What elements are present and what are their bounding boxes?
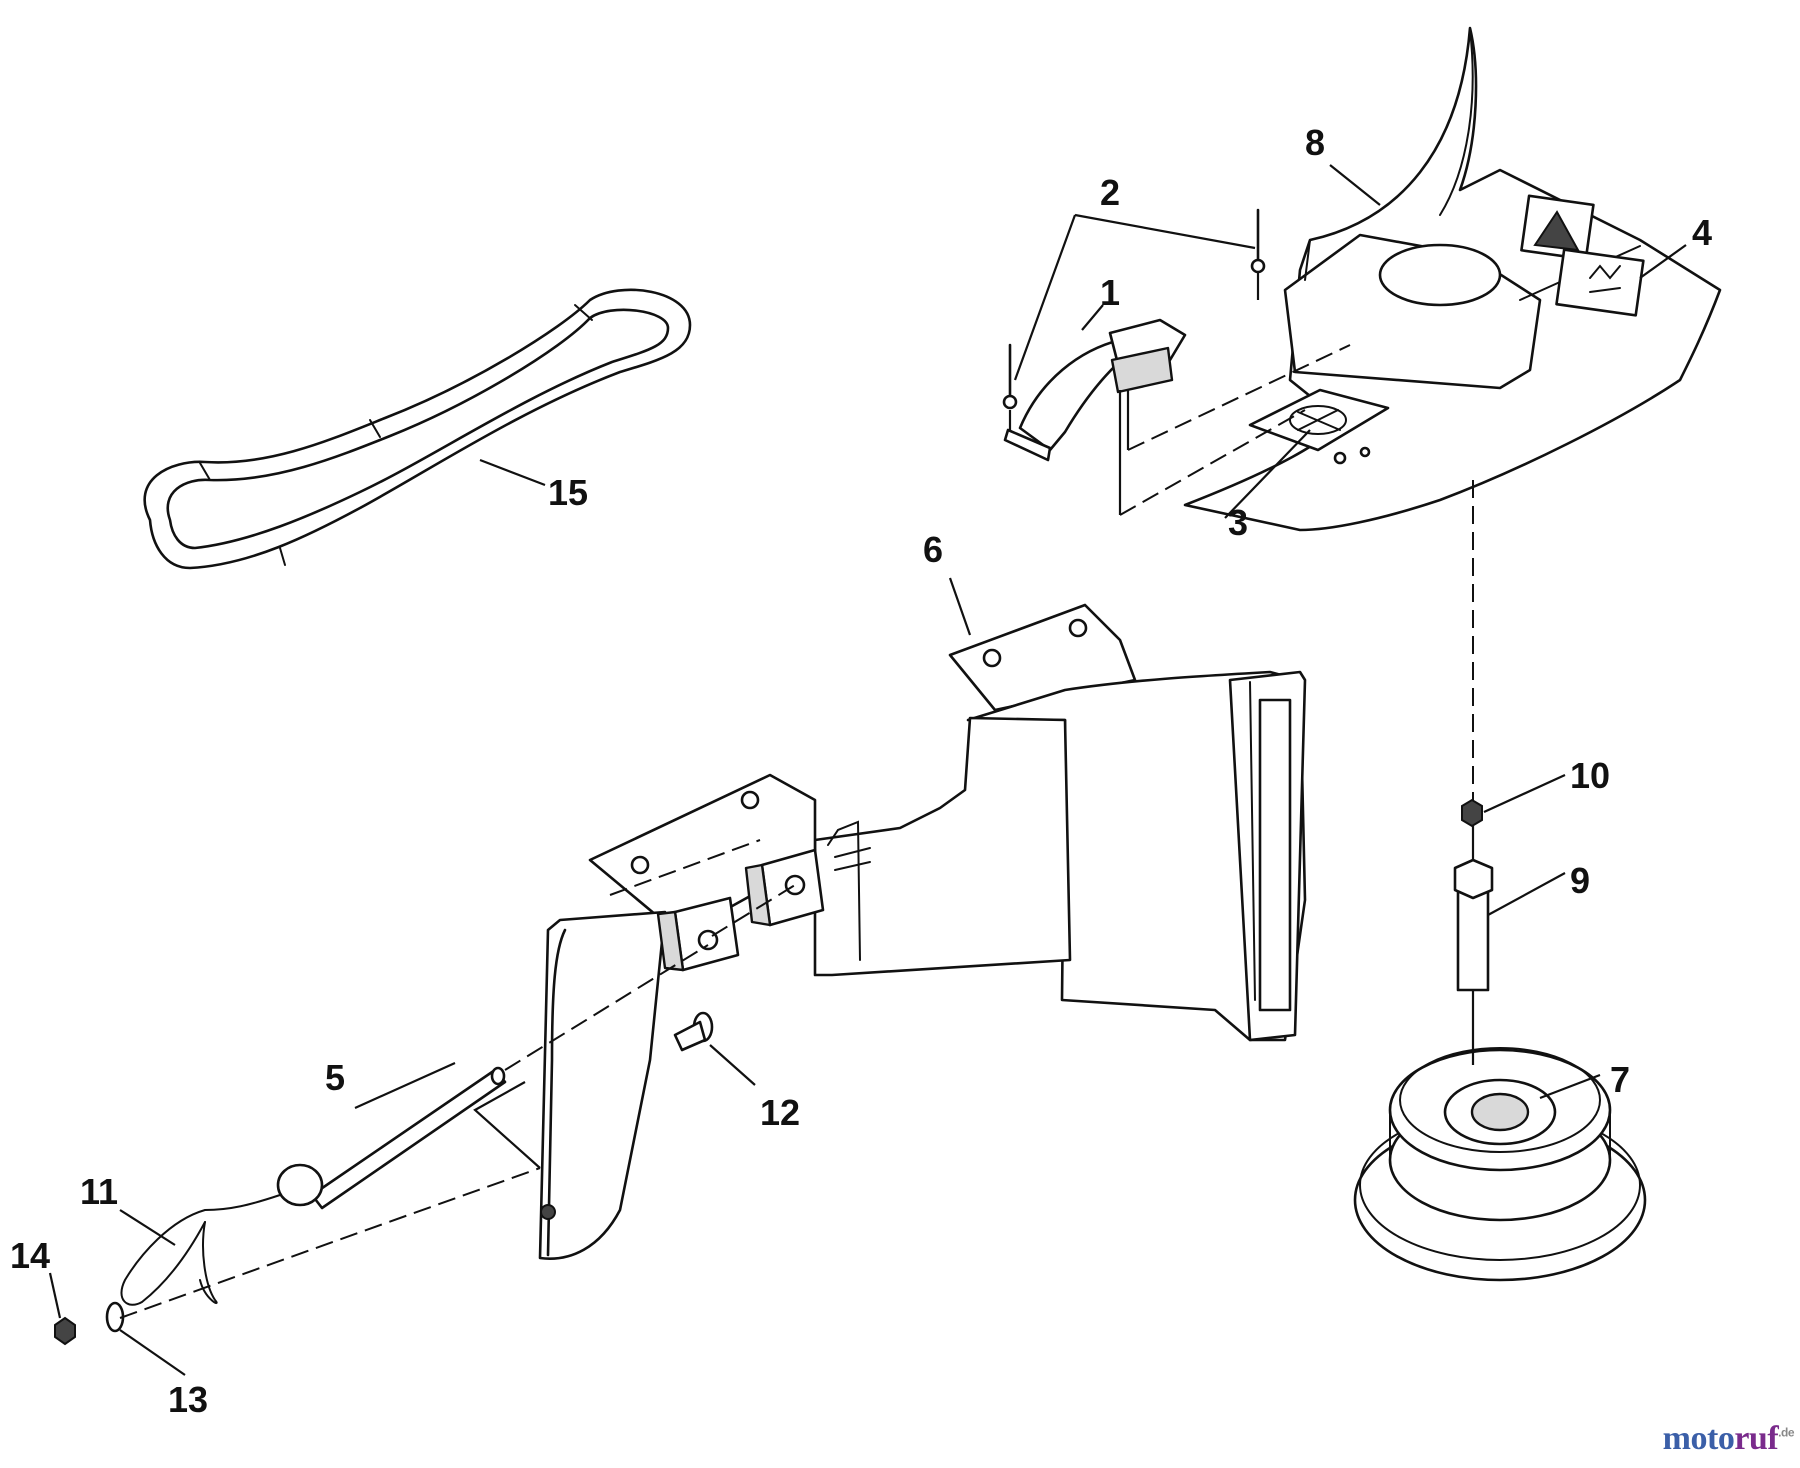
part-5-pin [276,1066,507,1210]
callout-3: 3 [1228,502,1248,543]
part-14-nut [54,1316,76,1346]
part-12-pin [673,1011,714,1052]
part-10-nut [1461,798,1483,828]
part-7-pulley [1353,1047,1647,1282]
callout-2: 2 [1100,172,1120,213]
part-bracket [538,773,825,1260]
watermark-brand-part1: moto [1662,1420,1735,1457]
callout-13: 13 [168,1379,208,1420]
callout-4: 4 [1692,212,1712,253]
callout-14: 14 [10,1235,50,1276]
watermark-brand-part2: ruf [1734,1420,1779,1457]
watermark-suffix: .de [1778,1425,1794,1440]
assembly-lines [119,272,1475,1319]
callout-12: 12 [760,1092,800,1133]
part-6-housing [813,603,1307,1042]
callout-10: 10 [1570,755,1610,796]
part-3-decal [1248,388,1390,452]
callout-9: 9 [1570,860,1590,901]
callout-5: 5 [325,1057,345,1098]
part-2-rivets [1002,208,1266,410]
part-15-belt [143,288,692,570]
watermark-logo: motoruf.de [1662,1420,1795,1458]
part-8-cover [1183,26,1722,532]
part-1-latch [1003,318,1187,462]
callout-1: 1 [1100,272,1120,313]
callout-7: 7 [1610,1059,1630,1100]
callout-15: 15 [548,472,588,513]
callout-8: 8 [1305,122,1325,163]
callout-labels: 1 2 3 4 5 6 7 8 9 10 11 12 13 14 15 [10,122,1712,1420]
callout-11: 11 [80,1171,118,1212]
callout-leaders [48,164,1687,1376]
callout-6: 6 [923,529,943,570]
part-9-bolt [1453,858,1494,992]
part-11-cable [120,1194,281,1306]
